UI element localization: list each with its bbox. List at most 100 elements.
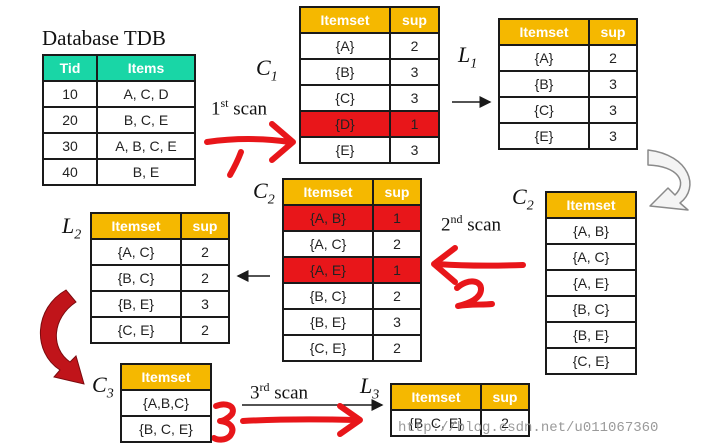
c2-left-header-sup: sup xyxy=(372,178,422,206)
itemset-cell: {A, E} xyxy=(545,269,637,297)
table-row: {B}3 xyxy=(299,58,440,86)
page-title: Database TDB xyxy=(42,26,166,50)
table-row: {B, C}2 xyxy=(282,282,422,310)
sup-cell: 1 xyxy=(372,256,422,284)
table-row: {B, C, E} xyxy=(120,415,212,443)
sup-cell: 2 xyxy=(372,334,422,362)
l3-label: L3 xyxy=(360,373,380,403)
l2-table: Itemset sup {A, C}2 {B, C}2 {B, E}3 {C, … xyxy=(90,212,230,344)
table-row: {A, C}2 xyxy=(90,238,230,266)
l2-label: L2 xyxy=(62,213,82,243)
c3-table: Itemset {A,B,C} {B, C, E} xyxy=(120,363,212,443)
itemset-cell: {C} xyxy=(299,84,391,112)
tdb-items-cell: A, B, C, E xyxy=(96,132,196,160)
sup-cell: 3 xyxy=(372,308,422,336)
table-row: {C}3 xyxy=(498,96,638,124)
l3-table: Itemset sup {B, C, E}2 xyxy=(390,383,530,437)
c1-header-itemset: Itemset xyxy=(299,6,391,34)
table-row: {B, E}3 xyxy=(282,308,422,336)
red-arrow-scan-3 xyxy=(211,401,363,443)
tdb-header-tid: Tid xyxy=(42,54,98,82)
itemset-cell: {A, B} xyxy=(282,204,374,232)
tdb-tid-cell: 30 xyxy=(42,132,98,160)
red-curved-arrow xyxy=(39,289,85,385)
sup-cell: 3 xyxy=(389,58,440,86)
l1-table: Itemset sup {A}2 {B}3 {C}3 {E}3 xyxy=(498,18,638,150)
table-row: {A, C}2 xyxy=(282,230,422,258)
table-row: {E}3 xyxy=(498,122,638,150)
table-row: {B, C, E}2 xyxy=(390,409,530,437)
table-row-pruned: {A, B}1 xyxy=(282,204,422,232)
sup-cell: 1 xyxy=(389,110,440,138)
c2-right-label: C2 xyxy=(512,184,534,214)
tdb-items-cell: B, E xyxy=(96,158,196,186)
tdb-tid-cell: 10 xyxy=(42,80,98,108)
l2-header-sup: sup xyxy=(180,212,230,240)
sup-cell: 3 xyxy=(588,96,638,124)
itemset-cell: {E} xyxy=(299,136,391,164)
itemset-cell: {A, C} xyxy=(90,238,182,266)
table-row: {A,B,C} xyxy=(120,389,212,417)
scan-1-label: 1st scan xyxy=(211,96,268,120)
sup-cell: 2 xyxy=(180,316,230,344)
l1-label: L1 xyxy=(458,42,478,72)
itemset-cell: {C, E} xyxy=(90,316,182,344)
scan-3-label: 3rd scan xyxy=(250,380,309,404)
table-row: {C}3 xyxy=(299,84,440,112)
table-row: {E}3 xyxy=(299,136,440,164)
watermark: http://blog.csdn.net/u011067360 xyxy=(398,420,659,436)
c2-left-header-itemset: Itemset xyxy=(282,178,374,206)
sup-cell: 2 xyxy=(372,230,422,258)
itemset-cell: {C, E} xyxy=(545,347,637,375)
itemset-cell: {B, E} xyxy=(90,290,182,318)
itemset-cell: {C, E} xyxy=(282,334,374,362)
tdb-tid-cell: 40 xyxy=(42,158,98,186)
c1-header-sup: sup xyxy=(389,6,440,34)
itemset-cell: {A, B} xyxy=(545,217,637,245)
itemset-cell: {D} xyxy=(299,110,391,138)
sup-cell: 3 xyxy=(389,136,440,164)
table-row: {C, E}2 xyxy=(90,316,230,344)
itemset-cell: {B, C} xyxy=(545,295,637,323)
c2-right-header-itemset: Itemset xyxy=(545,191,637,219)
itemset-cell: {B, E} xyxy=(545,321,637,349)
itemset-cell: {E} xyxy=(498,122,590,150)
sup-cell: 2 xyxy=(480,409,530,437)
red-arrow-scan-2 xyxy=(431,245,526,309)
table-row: {C, E}2 xyxy=(282,334,422,362)
table-row-pruned: {D}1 xyxy=(299,110,440,138)
c1-table: Itemset sup {A}2 {B}3 {C}3 {D}1 {E}3 xyxy=(299,6,440,164)
tdb-items-cell: B, C, E xyxy=(96,106,196,134)
table-row: {B, C}2 xyxy=(90,264,230,292)
sup-cell: 3 xyxy=(389,84,440,112)
itemset-cell: {B, C, E} xyxy=(390,409,482,437)
sup-cell: 1 xyxy=(372,204,422,232)
itemset-cell: {A, E} xyxy=(282,256,374,284)
itemset-cell: {C} xyxy=(498,96,590,124)
table-row: {A, C} xyxy=(545,243,637,271)
sup-cell: 2 xyxy=(372,282,422,310)
c2-left-label: C2 xyxy=(253,178,275,208)
tdb-tid-cell: 20 xyxy=(42,106,98,134)
itemset-cell: {A, C} xyxy=(545,243,637,271)
itemset-cell: {B, C} xyxy=(90,264,182,292)
table-row: {C, E} xyxy=(545,347,637,375)
c2-right-table: Itemset {A, B} {A, C} {A, E} {B, C} {B, … xyxy=(545,191,637,375)
table-row: {A}2 xyxy=(498,44,638,72)
table-row: {A, B} xyxy=(545,217,637,245)
table-row: {B}3 xyxy=(498,70,638,98)
red-arrow-scan-1 xyxy=(204,121,296,178)
sup-cell: 3 xyxy=(588,122,638,150)
table-row: {B, E}3 xyxy=(90,290,230,318)
c1-label: C1 xyxy=(256,55,278,85)
itemset-cell: {B} xyxy=(498,70,590,98)
table-row: {B, C} xyxy=(545,295,637,323)
itemset-cell: {B, C} xyxy=(282,282,374,310)
l1-header-sup: sup xyxy=(588,18,638,46)
sup-cell: 3 xyxy=(180,290,230,318)
